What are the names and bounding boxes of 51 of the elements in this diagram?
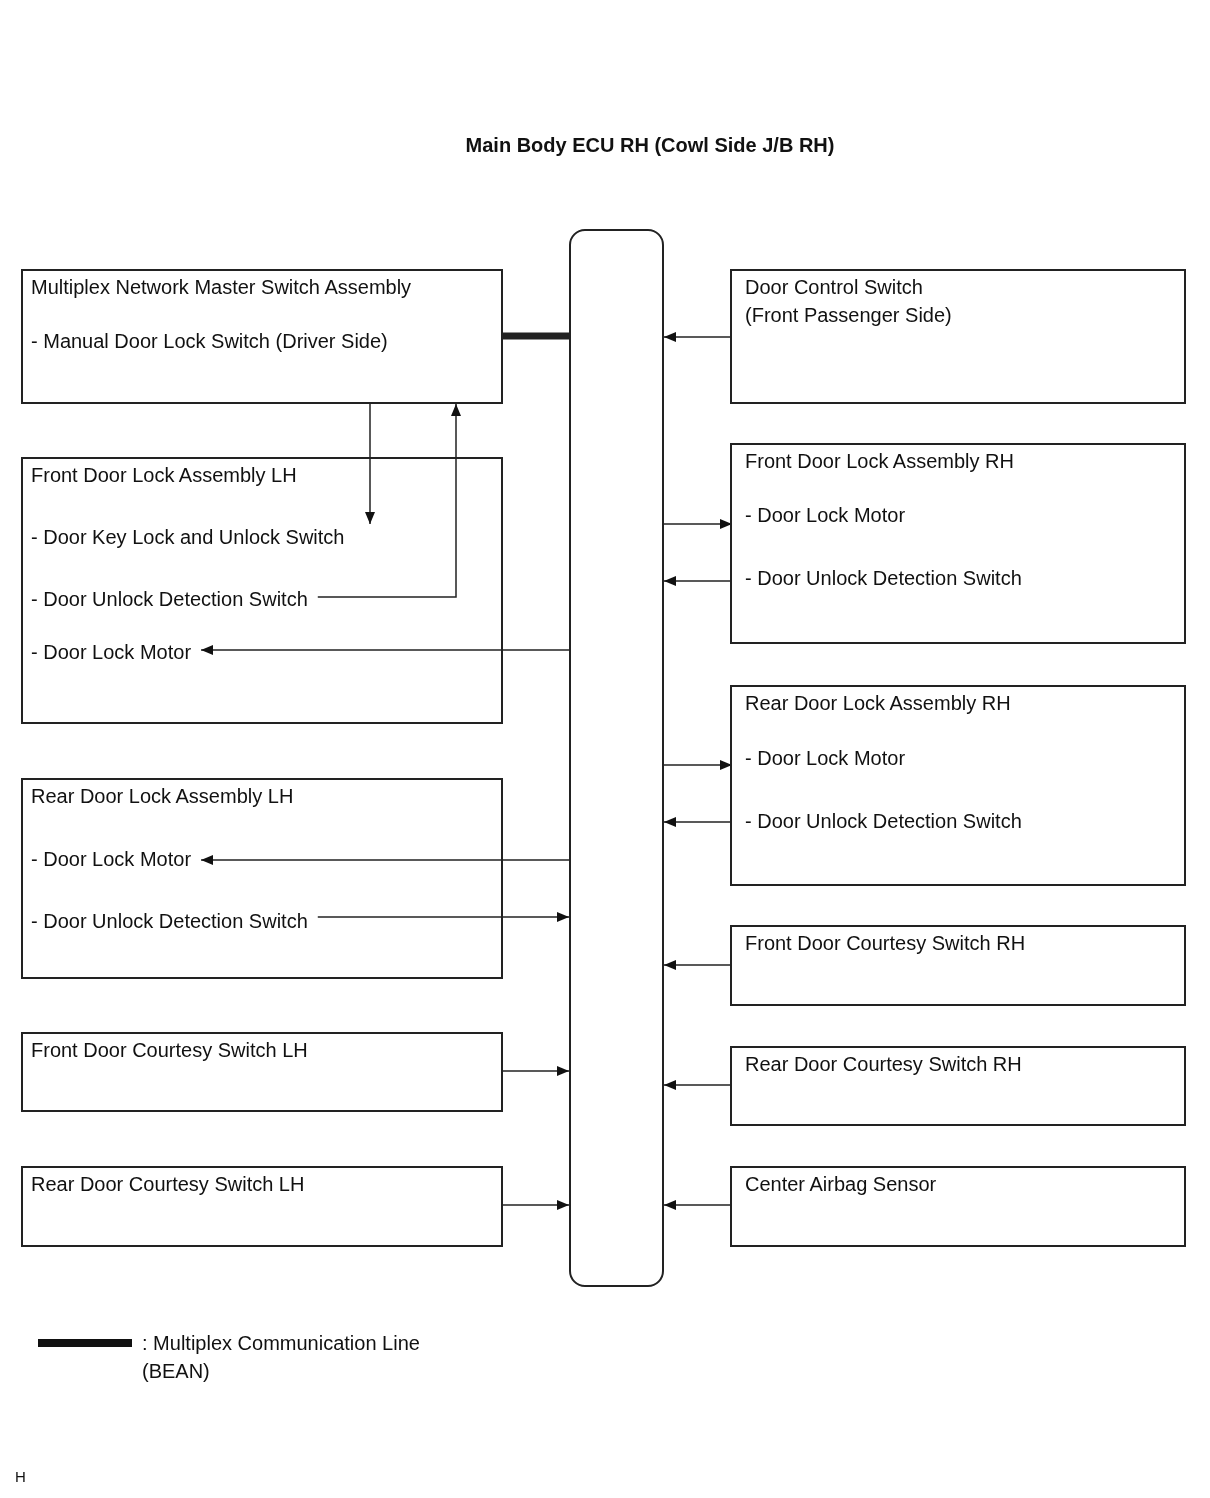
box-heading: Rear Door Lock Assembly LH: [31, 784, 295, 809]
box-heading: Rear Door Lock Assembly RH: [745, 691, 1012, 716]
box-heading: Front Door Courtesy Switch LH: [31, 1038, 309, 1063]
box-heading: Front Door Courtesy Switch RH: [745, 931, 1027, 956]
legend-text: : Multiplex Communication Line (BEAN): [142, 1331, 421, 1384]
component-box: [730, 1046, 1186, 1126]
component-box: [730, 1166, 1186, 1247]
arrow: [502, 1066, 570, 1076]
arrow: [663, 519, 733, 529]
box-heading: Multiplex Network Master Switch Assembly: [31, 275, 413, 300]
item-text: - Door Unlock Detection Switch: [732, 808, 1026, 834]
component-box: [730, 269, 1186, 404]
box-item-text: - Manual Door Lock Switch (Driver Side): [31, 329, 389, 354]
component-box: [21, 1032, 503, 1112]
component-box: [21, 269, 503, 404]
component-box: [21, 1166, 503, 1247]
arrow: [663, 960, 731, 970]
arrow: [663, 1080, 731, 1090]
component-box: [21, 778, 503, 979]
item-text: - Door Unlock Detection Switch: [732, 565, 1026, 591]
corner-label: H: [15, 1468, 26, 1485]
item-text: - Door Unlock Detection Switch: [23, 908, 318, 934]
box-heading: Center Airbag Sensor: [745, 1172, 938, 1197]
arrow: [317, 403, 461, 598]
item-text: - Door Key Lock and Unlock Switch: [23, 524, 355, 550]
item-text: - Door Lock Motor: [732, 745, 910, 771]
component-box: [730, 685, 1186, 886]
ecu-bar: [569, 229, 664, 1287]
arrow: [663, 576, 733, 586]
arrow: [663, 1200, 731, 1210]
arrow: [365, 403, 375, 525]
box-heading: Rear Door Courtesy Switch LH: [31, 1172, 306, 1197]
box-heading: Rear Door Courtesy Switch RH: [745, 1052, 1023, 1077]
arrow: [317, 912, 570, 922]
item-text: - Door Lock Motor: [23, 846, 202, 872]
component-box: [730, 925, 1186, 1006]
arrow: [502, 1200, 570, 1210]
component-box: [730, 443, 1186, 644]
box-heading: Front Door Lock Assembly LH: [31, 463, 298, 488]
item-text: - Door Unlock Detection Switch: [23, 586, 318, 612]
arrow: [663, 332, 731, 342]
box-heading: Front Door Lock Assembly RH: [745, 449, 1015, 474]
box-heading: Door Control Switch (Front Passenger Side): [745, 275, 953, 328]
component-box: [21, 457, 503, 724]
arrow: [663, 817, 733, 827]
diagram-title: Main Body ECU RH (Cowl Side J/B RH): [464, 134, 836, 157]
item-text: - Door Lock Motor: [732, 502, 910, 528]
arrow: [663, 760, 733, 770]
arrow: [200, 855, 570, 865]
item-text: - Door Lock Motor: [23, 639, 202, 665]
arrow: [200, 645, 570, 655]
